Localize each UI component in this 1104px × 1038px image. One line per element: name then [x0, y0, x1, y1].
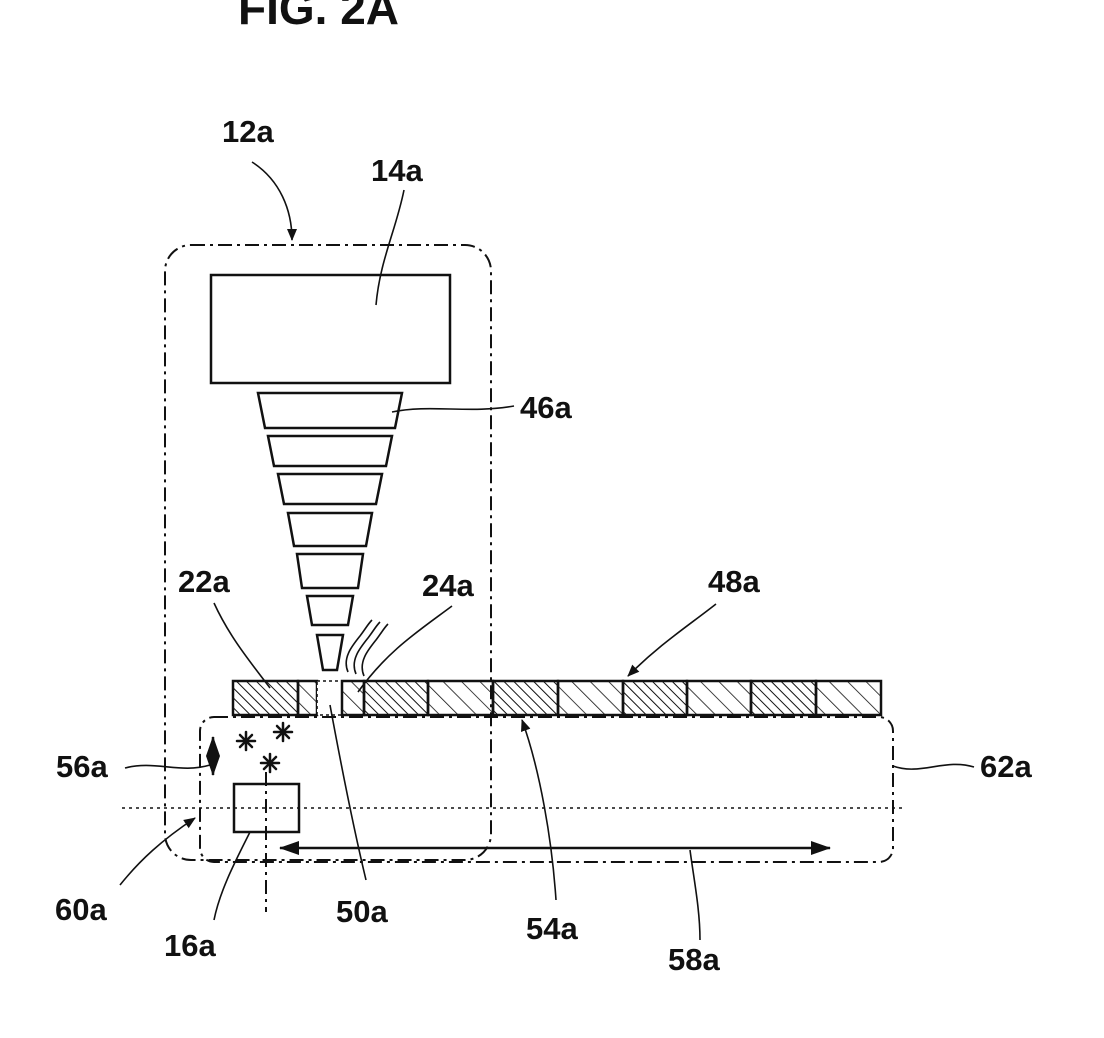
label-56a: 56a	[56, 749, 108, 784]
label-12a: 12a	[222, 114, 274, 149]
label-62a: 62a	[980, 749, 1032, 784]
laser-source-box	[211, 275, 450, 383]
transport-boundary	[200, 717, 893, 862]
figure-title: FIG. 2A	[238, 0, 399, 34]
label-60a: 60a	[55, 892, 107, 927]
heat-emission-lines	[346, 620, 388, 676]
label-14a: 14a	[371, 153, 423, 188]
label-16a: 16a	[164, 928, 216, 963]
label-58a: 58a	[668, 942, 720, 977]
label-24a: 24a	[422, 568, 474, 603]
optics-stack	[258, 393, 402, 670]
label-50a: 50a	[336, 894, 388, 929]
label-54a: 54a	[526, 911, 578, 946]
label-48a: 48a	[708, 564, 760, 599]
leader-lines	[120, 162, 974, 940]
snowflake-icon	[237, 723, 292, 772]
label-46a: 46a	[520, 390, 572, 425]
label-22a: 22a	[178, 564, 230, 599]
